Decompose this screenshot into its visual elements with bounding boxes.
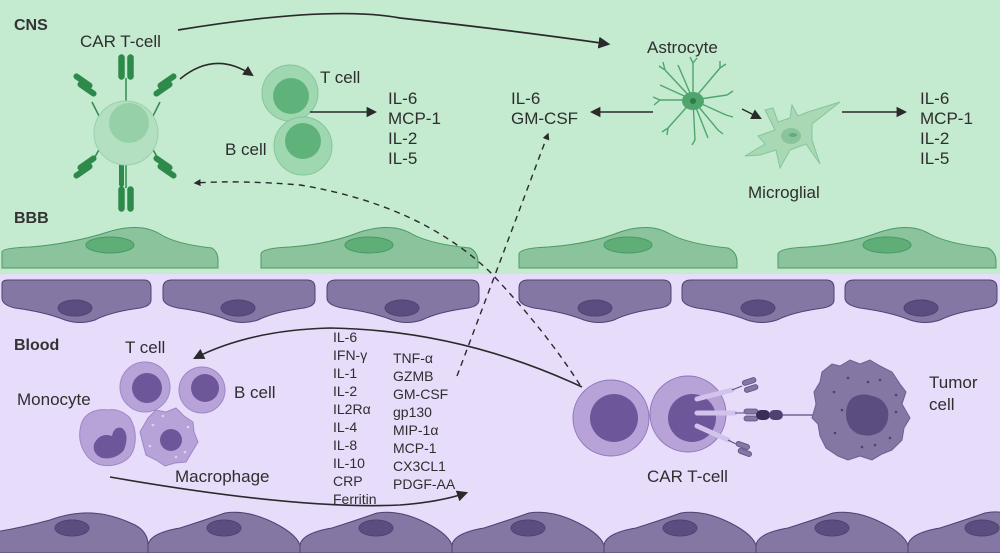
cytokine: IL-5: [388, 149, 417, 168]
bbb-purple-cells: [1, 279, 998, 323]
dashed-arrow-blood-car-t-to-cns: [193, 179, 581, 386]
blood-b-cell-label: B cell: [234, 383, 276, 402]
cytokine: IL-8: [333, 437, 357, 453]
purple-endothelial-cell: [326, 279, 480, 323]
vessel-wall-cells: [0, 511, 1000, 553]
green-endothelial-cell: [260, 227, 479, 269]
cytokine: MCP-1: [393, 440, 437, 456]
green-endothelial-cell: [1, 227, 219, 269]
cytokine: PDGF-AA: [393, 476, 456, 492]
blood-t-cell-label: T cell: [125, 338, 165, 357]
cytokine: gp130: [393, 404, 432, 420]
tumor-cell-label-line2: cell: [929, 395, 955, 414]
cytokine: GM-CSF: [393, 386, 448, 402]
cns-car-t-cell: [73, 54, 177, 212]
tumor-cell: [811, 359, 911, 461]
cytokine: TNF-α: [393, 350, 433, 366]
green-endothelial-cell: [777, 227, 997, 269]
monocyte-label: Monocyte: [17, 390, 91, 409]
cytokine: IL-5: [920, 149, 949, 168]
purple-endothelial-cell: [681, 279, 835, 323]
green-endothelial-cell: [518, 227, 738, 269]
arrow-car-t-to-astrocyte: [177, 12, 611, 49]
tumor-cell-label-line1: Tumor: [929, 373, 978, 392]
purple-endothelial-cell: [518, 279, 672, 323]
purple-endothelial-cell: [162, 279, 316, 323]
cns-t-cell-label: T cell: [320, 68, 360, 87]
cytokine: CX3CL1: [393, 458, 446, 474]
blood-cytokine-list-1: IL-6 IFN-γ IL-1 IL-2 IL2Rα IL-4 IL-8 IL-…: [333, 329, 377, 507]
cytokine: MCP-1: [388, 109, 441, 128]
cns-car-t-label: CAR T-cell: [80, 32, 161, 51]
monocyte: [79, 409, 136, 467]
blood-cytokine-list-2: TNF-α GZMB GM-CSF gp130 MIP-1α MCP-1 CX3…: [393, 350, 456, 492]
car-receptors: [91, 54, 161, 212]
cytokine: IL2Rα: [333, 401, 371, 417]
cytokine: CRP: [333, 473, 363, 489]
microglial-label: Microglial: [748, 183, 820, 202]
cytokine: IL-6: [333, 329, 357, 345]
cytokine: IL-10: [333, 455, 365, 471]
blood-b-cell: [178, 366, 226, 414]
blood-t-cell: [119, 361, 171, 413]
bbb-green-cells: [1, 227, 997, 269]
arrow-car-t-to-blood-lymphocytes: [193, 327, 583, 388]
cns-region: [0, 0, 1000, 274]
arrow-astrocyte-to-microglial: [741, 108, 762, 119]
cytokine: IL-6: [920, 89, 949, 108]
arrow-myeloid-to-cytokines: [109, 476, 469, 507]
cytokine: GZMB: [393, 368, 433, 384]
purple-endothelial-cell: [1, 279, 152, 323]
car-receptors: [727, 385, 744, 445]
cytokine: IL-2: [920, 129, 949, 148]
cns-b-cell-label: B cell: [225, 140, 267, 159]
cytokine: IL-6: [511, 89, 540, 108]
astrocyte-cytokine-list: IL-6 GM-CSF: [511, 89, 578, 128]
microglial-cell: [744, 101, 841, 170]
purple-endothelial-cell: [844, 279, 998, 323]
cytokine: IL-4: [333, 419, 357, 435]
region-label-bbb: BBB: [14, 210, 49, 227]
cytokine: IL-1: [333, 365, 357, 381]
macrophage: [139, 407, 199, 467]
antigen: [756, 410, 820, 420]
cytokine: MIP-1α: [393, 422, 438, 438]
cytokine: IFN-γ: [333, 347, 367, 363]
blood-car-t-label: CAR T-cell: [647, 467, 728, 486]
cytokine: IL-2: [388, 129, 417, 148]
macrophage-label: Macrophage: [175, 467, 270, 486]
cytokine: IL-2: [333, 383, 357, 399]
blood-car-t-cell: [572, 379, 650, 457]
microglial-cytokine-list: IL-6 MCP-1 IL-2 IL-5: [920, 89, 973, 168]
astrocyte: [652, 56, 734, 146]
blood-car-t-cell-active: [649, 375, 759, 457]
arrow-car-t-to-lymphocytes: [179, 62, 254, 80]
cytokine: GM-CSF: [511, 109, 578, 128]
astrocyte-label: Astrocyte: [647, 38, 718, 57]
region-label-cns: CNS: [14, 17, 48, 34]
cytokine: MCP-1: [920, 109, 973, 128]
cytokine: IL-6: [388, 89, 417, 108]
region-label-blood: Blood: [14, 337, 59, 354]
cns-t-cell: [261, 64, 319, 122]
cns-b-cell: [273, 116, 333, 176]
cns-lymphocyte-cytokine-list: IL-6 MCP-1 IL-2 IL-5: [388, 89, 441, 168]
cytokine: Ferritin: [333, 491, 377, 507]
